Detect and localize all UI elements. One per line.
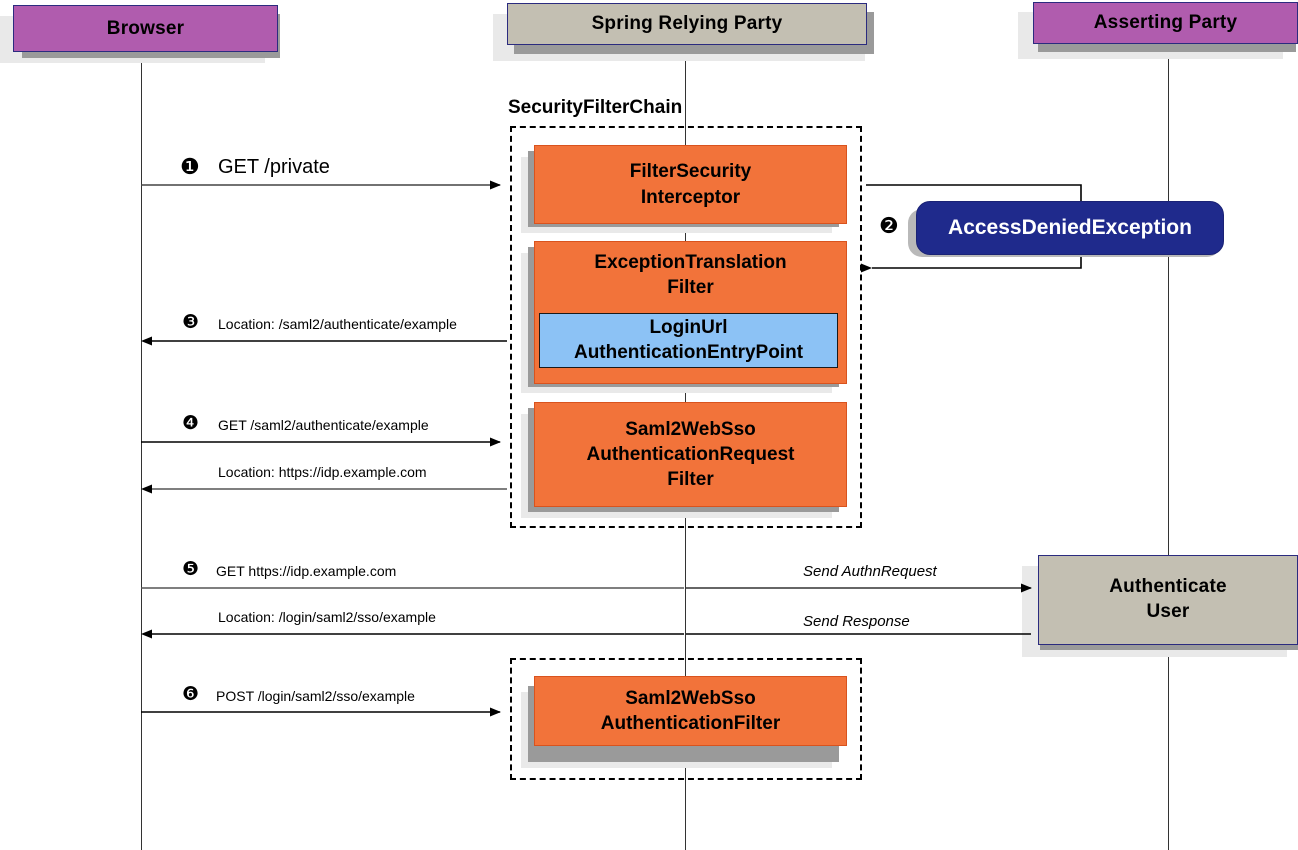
message-label-location-idp: Location: https://idp.example.com — [218, 464, 427, 480]
exception-translation-filter-label: ExceptionTranslation Filter — [594, 252, 787, 299]
message-bullet-5: ❺ — [182, 558, 200, 580]
login-url-authentication-entry-point[interactable]: LoginUrl AuthenticationEntryPoint — [539, 313, 838, 368]
message-label-6: POST /login/saml2/sso/example — [216, 688, 415, 704]
lifeline-browser — [141, 55, 142, 850]
participant-spring-relying-party[interactable]: Spring Relying Party — [507, 3, 867, 45]
message-bullet-3: ❸ — [182, 311, 200, 333]
access-denied-exception[interactable]: AccessDeniedException — [916, 201, 1224, 255]
message-label-1: GET /private — [218, 156, 330, 178]
message-label-send-response: Send Response — [803, 613, 910, 630]
login-url-authentication-entry-point-label: LoginUrl AuthenticationEntryPoint — [573, 316, 804, 363]
saml2-websso-authentication-request-filter[interactable]: Saml2WebSso AuthenticationRequest Filter — [534, 402, 847, 507]
authenticate-user-label: Authenticate User — [1109, 576, 1227, 622]
participant-asserting-party[interactable]: Asserting Party — [1033, 2, 1298, 44]
message-bullet-2: ❷ — [879, 214, 899, 239]
lifeline-asserting-party — [1168, 46, 1169, 850]
message-bullet-4: ❹ — [182, 412, 200, 434]
filter-security-interceptor-label: FilterSecurity Interceptor — [629, 161, 752, 208]
message-label-send-authn-request: Send AuthnRequest — [803, 563, 937, 580]
saml2-websso-authentication-request-filter-label: Saml2WebSso AuthenticationRequest Filter — [586, 418, 795, 491]
security-filter-chain-box — [510, 126, 862, 528]
participant-browser-label: Browser — [106, 17, 185, 39]
authenticate-user-box[interactable]: Authenticate User — [1038, 555, 1298, 645]
message-label-4: GET /saml2/authenticate/example — [218, 417, 429, 433]
participant-asserting-party-label: Asserting Party — [1093, 12, 1238, 33]
participant-browser[interactable]: Browser — [13, 5, 278, 52]
security-filter-chain-label: SecurityFilterChain — [508, 97, 683, 118]
participant-spring-relying-party-label: Spring Relying Party — [591, 13, 783, 34]
message-bullet-1: ❶ — [180, 155, 200, 180]
access-denied-exception-label: AccessDeniedException — [948, 216, 1192, 239]
message-label-location-sso: Location: /login/saml2/sso/example — [218, 609, 436, 625]
filter-security-interceptor[interactable]: FilterSecurity Interceptor — [534, 145, 847, 224]
message-label-5: GET https://idp.example.com — [216, 563, 397, 579]
message-bullet-6: ❻ — [182, 683, 200, 705]
saml2-websso-authentication-filter[interactable]: Saml2WebSso AuthenticationFilter — [534, 676, 847, 746]
message-label-3: Location: /saml2/authenticate/example — [218, 316, 457, 332]
saml2-websso-authentication-filter-label: Saml2WebSso AuthenticationFilter — [600, 687, 781, 734]
security-filter-chain-box-2 — [510, 658, 862, 780]
